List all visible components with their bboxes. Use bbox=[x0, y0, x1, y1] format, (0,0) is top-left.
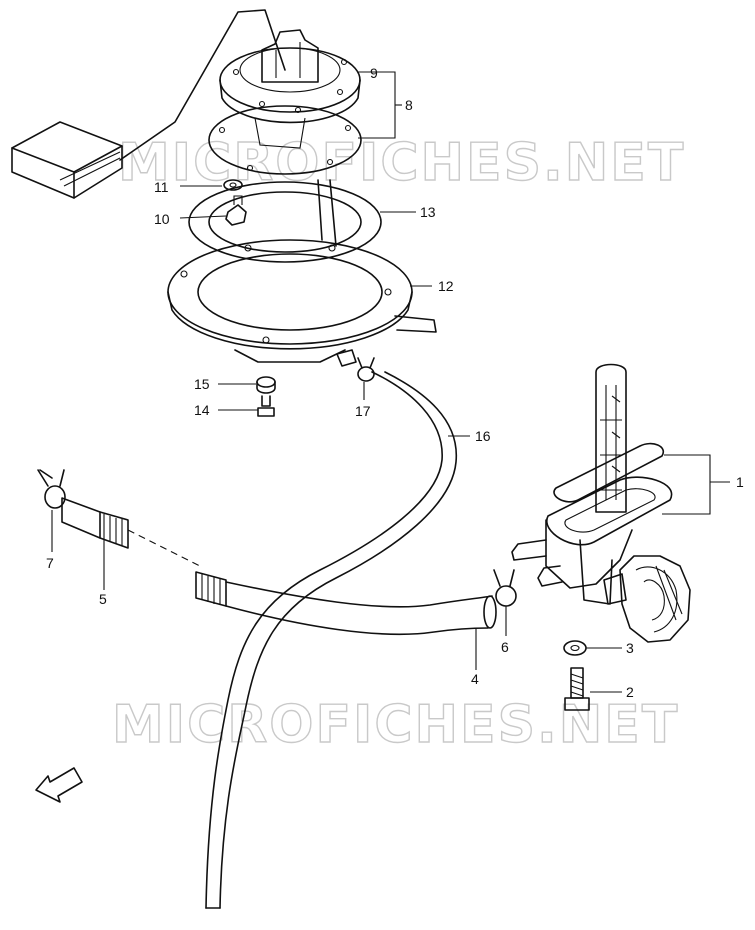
bolt-14 bbox=[257, 395, 275, 417]
float-box bbox=[11, 121, 123, 199]
clamp-6 bbox=[493, 569, 517, 607]
part-number-9: 9 bbox=[370, 65, 378, 81]
part-number-4: 4 bbox=[471, 671, 479, 687]
part-number-15: 15 bbox=[194, 376, 210, 392]
watermark-top: MICROFICHES.NET bbox=[118, 133, 685, 193]
fuel-cock-1 bbox=[511, 363, 691, 643]
part-number-11: 11 bbox=[154, 179, 169, 195]
part-number-5: 5 bbox=[99, 591, 107, 607]
bolt-2 bbox=[564, 667, 590, 711]
washer-3 bbox=[563, 640, 587, 656]
hose-4 bbox=[225, 581, 497, 636]
clamp-17 bbox=[357, 357, 375, 382]
part-number-1: 1 bbox=[736, 474, 744, 490]
part-number-8: 8 bbox=[405, 97, 413, 113]
watermark-bottom: MICROFICHES.NET bbox=[112, 695, 679, 755]
hose-5 bbox=[61, 497, 227, 607]
part-number-17: 17 bbox=[355, 403, 371, 419]
part-number-13: 13 bbox=[420, 204, 436, 220]
part-number-10: 10 bbox=[154, 211, 170, 227]
part-number-12: 12 bbox=[438, 278, 454, 294]
nut-15 bbox=[256, 376, 276, 394]
part-number-3: 3 bbox=[626, 640, 634, 656]
fwd-arrow: FWD bbox=[35, 767, 83, 803]
fuel-sender-assembly bbox=[11, 9, 437, 367]
part-number-7: 7 bbox=[46, 555, 54, 571]
part-number-16: 16 bbox=[475, 428, 491, 444]
part-number-14: 14 bbox=[194, 402, 210, 418]
part-number-2: 2 bbox=[626, 684, 634, 700]
hose-16 bbox=[205, 371, 458, 909]
leader-lines bbox=[51, 71, 730, 693]
part-number-6: 6 bbox=[501, 639, 509, 655]
clamp-7 bbox=[37, 469, 66, 509]
